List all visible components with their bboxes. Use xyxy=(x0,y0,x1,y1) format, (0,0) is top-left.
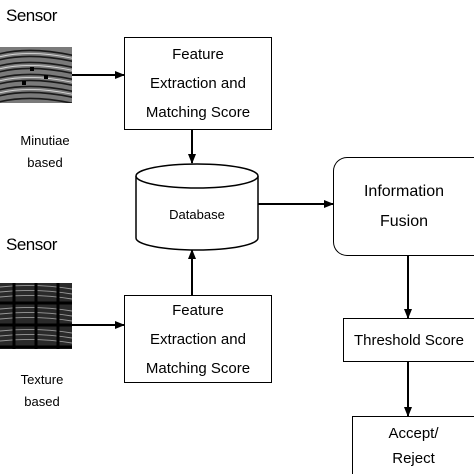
decision-box: Accept/ Reject xyxy=(352,416,474,474)
minutiae-caption-line1: Minutiae xyxy=(20,133,70,148)
database-label: Database xyxy=(169,207,225,222)
threshold-label: Threshold Score xyxy=(353,331,465,349)
fingerprint-texture-image xyxy=(0,283,72,349)
feature-extraction-box-bottom: Feature Extraction and Matching Score xyxy=(124,295,272,383)
feature-bottom-line3: Matching Score xyxy=(145,359,251,377)
fusion-line2: Fusion xyxy=(379,212,429,230)
information-fusion-box: Information Fusion xyxy=(333,157,474,256)
fingerprint-minutiae-image xyxy=(0,47,72,103)
fusion-line1: Information xyxy=(363,182,445,200)
decision-line1: Accept/ xyxy=(388,424,439,442)
feature-top-line2: Extraction and xyxy=(150,75,246,92)
decision-line2: Reject xyxy=(392,449,435,467)
threshold-score-box: Threshold Score xyxy=(343,318,474,362)
texture-caption-line2: based xyxy=(24,394,60,409)
feature-bottom-line2: Extraction and xyxy=(150,330,246,348)
sensor-label-bottom: Sensor xyxy=(6,235,57,254)
minutiae-caption-line2: based xyxy=(27,155,63,170)
feature-extraction-box-top: Feature Extraction and Matching Score xyxy=(124,37,272,130)
minutiae-caption: Minutiae based xyxy=(0,130,90,174)
texture-caption-line1: Texture xyxy=(20,372,64,387)
sensor-label-top: Sensor xyxy=(6,6,57,25)
database-cylinder xyxy=(135,163,259,251)
texture-caption: Texture based xyxy=(0,369,87,413)
feature-top-line3: Matching Score xyxy=(145,104,251,121)
feature-top-line1: Feature xyxy=(172,46,224,63)
feature-bottom-line1: Feature xyxy=(172,301,224,319)
